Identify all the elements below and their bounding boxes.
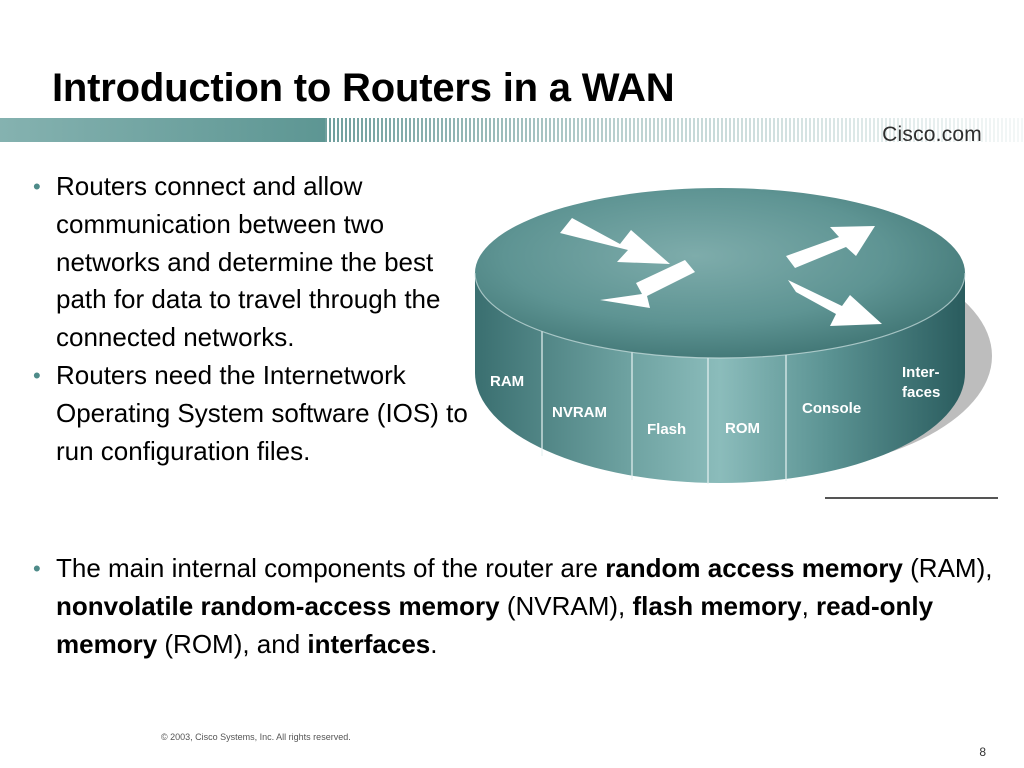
bullet-item: • Routers need the Internetwork Operatin… [33,357,473,470]
router-diagram: RAM NVRAM Flash ROM Console Inter- faces [474,188,998,499]
router-label-interfaces-2: faces [902,384,940,401]
title-bar-solid [0,118,325,142]
bullet-text: Routers need the Internetwork Operating … [56,359,468,466]
router-arrows-icon [560,218,882,326]
router-top [475,188,965,358]
title-underline-bar [0,118,1024,142]
term-nvram: nonvolatile random-access memory [56,590,500,621]
bullet-text-part: , [801,590,817,621]
term-ram: random access memory [605,553,903,583]
router-label-rom: ROM [725,420,760,437]
bullet-text-part: (ROM), and [157,628,308,659]
cisco-logo: Cisco.com [882,123,982,146]
bullet-item: • Routers connect and allow communicatio… [33,168,473,357]
router-label-interfaces-1: Inter- [902,364,940,381]
bullet-text-part: . [430,628,438,659]
top-bullet-list: • Routers connect and allow communicatio… [33,168,473,470]
router-label-console: Console [802,400,861,417]
footer-copyright: © 2003, Cisco Systems, Inc. All rights r… [161,732,351,742]
term-interfaces: interfaces [307,628,431,659]
bullet-text: Routers connect and allow communication … [56,171,441,353]
term-rom: read-only memory [56,590,934,659]
router-top-rim [474,272,966,359]
bullet-text-part: (RAM), [902,553,993,583]
bullet-dot-icon: • [33,556,41,581]
router-label-nvram: NVRAM [552,404,607,421]
router-label-flash: Flash [647,421,686,438]
bullet-dot-icon: • [33,362,41,388]
router-segment-dividers [541,328,787,484]
page-number: 8 [979,745,986,759]
term-flash: flash memory [632,590,802,621]
bullet-text-part: The main internal components of the rout… [56,553,606,583]
router-label-ram: RAM [490,373,524,390]
bullet-item: • The main internal components of the ro… [33,550,1003,663]
bullet-text-part: (NVRAM), [499,590,633,621]
bottom-bullet-list: • The main internal components of the ro… [33,550,1003,663]
bullet-dot-icon: • [33,174,41,199]
slide-title: Introduction to Routers in a WAN [52,66,675,110]
title-bar-fade [325,118,1024,142]
